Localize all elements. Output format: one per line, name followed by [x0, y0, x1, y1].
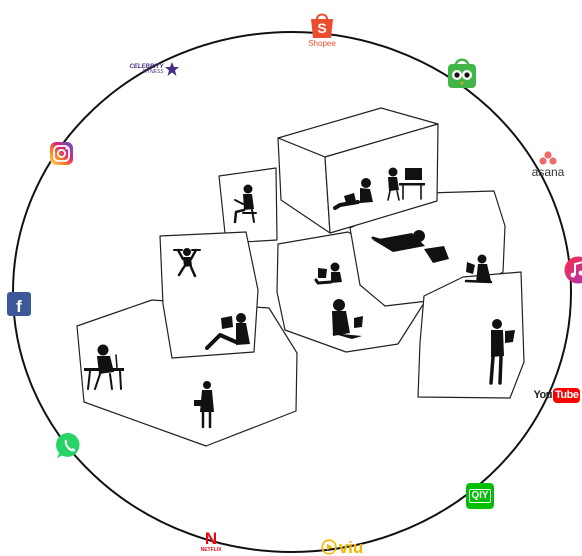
- facebook-logo[interactable]: f: [7, 292, 31, 316]
- youtube-logo[interactable]: You Tube: [536, 386, 578, 404]
- youtube-label-you: You: [534, 390, 552, 401]
- viu-logo[interactable]: viu: [316, 538, 368, 556]
- celebrity-fitness-label-2: FITNESS: [142, 70, 163, 75]
- asana-logo[interactable]: asana: [524, 149, 572, 179]
- facebook-icon: f: [16, 298, 22, 315]
- three-dots-icon: [539, 151, 557, 165]
- viu-label: viu: [339, 539, 364, 556]
- tokopedia-logo[interactable]: [446, 56, 478, 90]
- music-app-logo[interactable]: [564, 256, 582, 286]
- netflix-logo[interactable]: N NETFLIX: [196, 527, 226, 555]
- phone-bubble-icon: [56, 432, 83, 459]
- instagram-logo[interactable]: [49, 141, 73, 165]
- camera-icon: [50, 142, 73, 165]
- netflix-n-icon: N: [205, 530, 217, 547]
- whatsapp-logo[interactable]: [55, 431, 83, 459]
- shopee-logo[interactable]: S Shopee: [302, 6, 342, 52]
- owl-bag-icon: [447, 57, 477, 89]
- celebrity-fitness-logo[interactable]: CELEBRITY FITNESS: [128, 58, 180, 80]
- shopee-label: Shopee: [308, 40, 336, 48]
- iqiyi-label: QIY: [469, 489, 490, 503]
- netflix-label: NETFLIX: [201, 548, 222, 553]
- iqiyi-logo[interactable]: QIY: [466, 483, 494, 509]
- asana-label: asana: [532, 166, 565, 178]
- youtube-label-tube: Tube: [553, 388, 580, 403]
- shopping-bag-icon: S: [309, 11, 335, 39]
- music-note-icon: [564, 256, 582, 284]
- star-icon: [165, 62, 179, 76]
- svg-text:S: S: [317, 20, 326, 36]
- play-icon: [321, 539, 337, 555]
